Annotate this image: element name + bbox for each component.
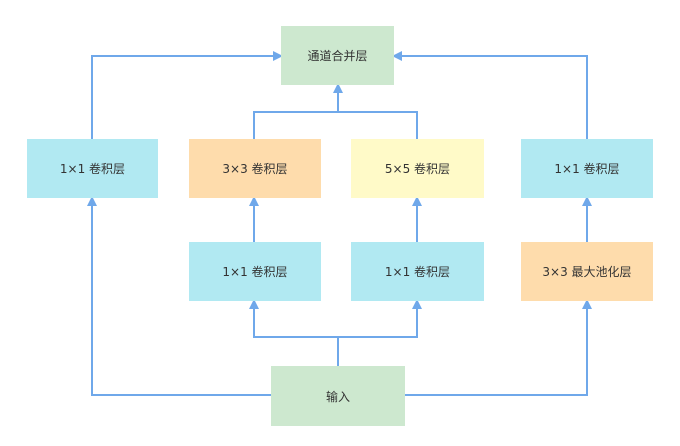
conv-5x5-node: 5×5 卷积层 <box>351 139 484 198</box>
reduce-1x1-a-node: 1×1 卷积层 <box>189 242 321 301</box>
input-label: 输入 <box>325 389 350 404</box>
reduce-1x1-b-label: 1×1 卷积层 <box>384 265 451 279</box>
reduce-1x1-b-node: 1×1 卷积层 <box>351 242 484 301</box>
conv-5x5-label: 5×5 卷积层 <box>384 162 451 176</box>
concat-layer-label: 通道合并层 <box>307 49 368 63</box>
edge-conv1x1_left-to-concat <box>91 51 283 139</box>
max-pool-3x3-node: 3×3 最大池化层 <box>521 242 653 301</box>
edge-conv1x1_right-to-concat <box>392 51 588 139</box>
conv-1x1-right-node: 1×1 卷积层 <box>521 139 653 198</box>
conv-1x1-left-node: 1×1 卷积层 <box>27 139 158 198</box>
conv-3x3-node: 3×3 卷积层 <box>189 139 321 198</box>
input-node: 输入 <box>271 366 405 426</box>
edge-input-to-conv1x1_left <box>87 196 271 396</box>
edge-conv5x5-to-concat <box>338 111 418 139</box>
max-pool-3x3-label: 3×3 最大池化层 <box>542 265 632 279</box>
edge-input-to-reduce1x1_b <box>338 299 422 338</box>
edge-conv3x3-to-concat <box>253 83 343 139</box>
conv-1x1-left-label: 1×1 卷积层 <box>59 162 126 176</box>
conv-1x1-right-label: 1×1 卷积层 <box>554 162 620 176</box>
reduce-1x1-a-label: 1×1 卷积层 <box>222 265 288 279</box>
conv-3x3-label: 3×3 卷积层 <box>222 162 288 176</box>
edge-input-to-maxpool3x3 <box>405 299 592 396</box>
concat-layer-node: 通道合并层 <box>281 26 394 85</box>
edge-input-to-reduce1x1_a <box>249 299 339 366</box>
